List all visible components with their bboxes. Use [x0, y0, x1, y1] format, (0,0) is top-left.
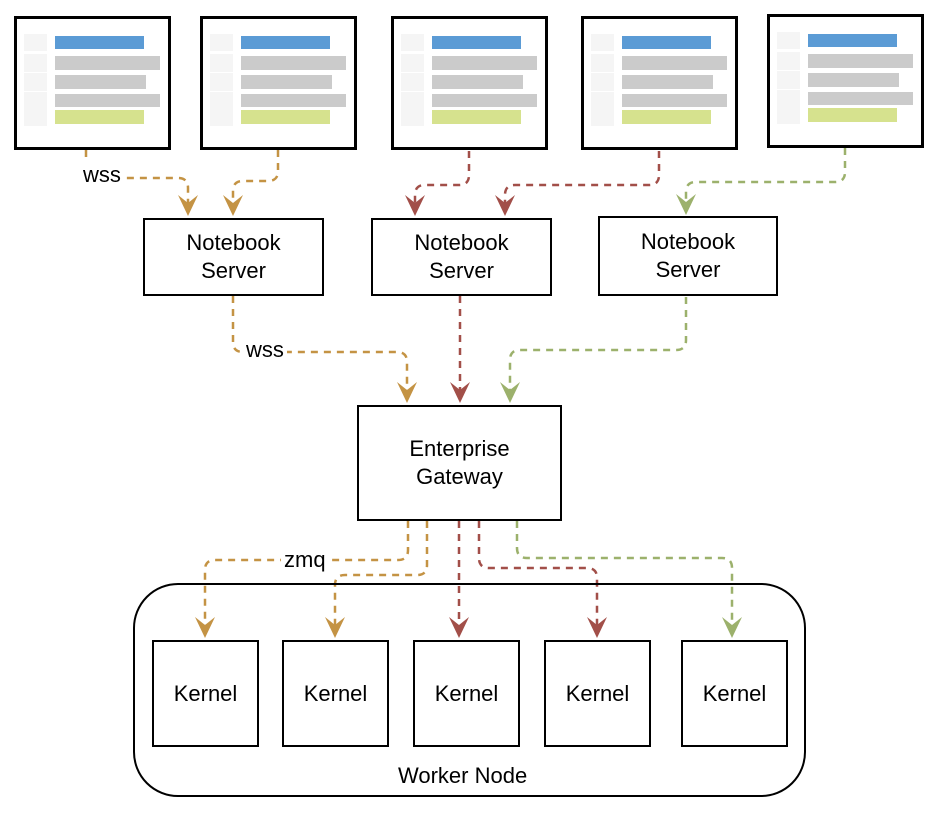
- cell-bar-gray: [241, 75, 332, 89]
- cell-gutter: [777, 71, 800, 89]
- enterprise-gateway-box: Enterprise Gateway: [357, 405, 562, 521]
- cell-bar-blue: [55, 36, 144, 49]
- edge-client4-to-server2: [503, 151, 661, 212]
- cell-bar-green: [622, 110, 711, 124]
- cell-gutter: [210, 34, 233, 51]
- cell-gutter: [24, 73, 47, 91]
- notebook-server-label: Notebook Server: [414, 230, 509, 283]
- cell-bar-blue: [432, 36, 521, 49]
- notebook-client-2: [200, 16, 357, 150]
- arrowhead: [223, 195, 243, 216]
- notebook-client-1: [14, 16, 171, 150]
- arrowhead: [500, 382, 520, 403]
- edge-label-zmq: zmq: [281, 548, 329, 572]
- arrowhead: [405, 195, 425, 216]
- cell-bar-gray: [622, 56, 727, 70]
- cell-bar-green: [55, 110, 144, 124]
- cell-gutter: [401, 73, 424, 91]
- cell-gutter: [210, 73, 233, 91]
- cell-gutter: [210, 108, 233, 126]
- arrowhead: [495, 195, 515, 216]
- cell-bar-gray: [432, 75, 523, 89]
- kernel-label: Kernel: [173, 680, 238, 706]
- notebook-server-label: Notebook Server: [640, 229, 736, 282]
- cell-bar-gray: [55, 56, 160, 70]
- cell-bar-gray: [241, 56, 346, 70]
- notebook-client-4: [581, 16, 738, 150]
- notebook-server-label: Notebook Server: [186, 230, 281, 283]
- enterprise-gateway-label: Enterprise Gateway: [409, 436, 510, 489]
- arrowhead: [449, 617, 469, 638]
- cell-gutter: [210, 54, 233, 72]
- arrowhead: [722, 617, 742, 638]
- cell-gutter: [591, 108, 614, 126]
- cell-gutter: [24, 54, 47, 72]
- kernel-label: Kernel: [565, 680, 630, 706]
- notebook-server-1: Notebook Server: [143, 218, 324, 296]
- kernel-label: Kernel: [303, 680, 368, 706]
- cell-gutter: [401, 92, 424, 109]
- notebook-server-2: Notebook Server: [371, 218, 552, 296]
- cell-bar-green: [241, 110, 330, 124]
- edge-client5-to-server3: [684, 148, 847, 211]
- cell-gutter: [24, 92, 47, 109]
- kernel-label: Kernel: [702, 680, 767, 706]
- arrowhead: [587, 617, 607, 638]
- worker-node-container: [133, 583, 806, 797]
- cell-bar-blue: [622, 36, 711, 49]
- edge-gateway-to-kernel2: [333, 521, 429, 634]
- cell-bar-green: [432, 110, 521, 124]
- notebook-client-3: [391, 16, 548, 150]
- worker-node-label: Worker Node: [398, 763, 528, 788]
- cell-bar-blue: [241, 36, 330, 49]
- arrowhead: [450, 382, 470, 403]
- arrowhead: [325, 617, 345, 638]
- cell-gutter: [24, 108, 47, 126]
- cell-gutter: [591, 73, 614, 91]
- edge-client2-to-server1: [231, 150, 280, 212]
- cell-bar-gray: [55, 94, 160, 107]
- arrowhead: [195, 617, 215, 638]
- cell-bar-green: [808, 108, 897, 122]
- cell-bar-gray: [432, 94, 537, 107]
- kernel-box-1: Kernel: [152, 640, 259, 747]
- edge-server3-to-gateway: [508, 297, 688, 399]
- notebook-server-3: Notebook Server: [598, 216, 778, 296]
- kernel-box-5: Kernel: [681, 640, 788, 747]
- cell-bar-gray: [622, 94, 727, 107]
- cell-gutter: [401, 54, 424, 72]
- cell-gutter: [777, 52, 800, 70]
- kernel-box-2: Kernel: [282, 640, 389, 747]
- cell-gutter: [210, 92, 233, 109]
- cell-bar-gray: [55, 75, 146, 89]
- cell-gutter: [777, 106, 800, 124]
- cell-gutter: [777, 32, 800, 49]
- cell-bar-blue: [808, 34, 897, 47]
- kernel-box-4: Kernel: [544, 640, 651, 747]
- cell-bar-gray: [808, 54, 913, 68]
- cell-bar-gray: [622, 75, 713, 89]
- cell-gutter: [777, 90, 800, 107]
- cell-gutter: [401, 34, 424, 51]
- edge-client3-to-server2: [413, 151, 471, 212]
- cell-bar-gray: [808, 92, 913, 105]
- kernel-label: Kernel: [434, 680, 499, 706]
- edge-label-wss-client: wss: [80, 163, 124, 187]
- arrowhead: [178, 195, 198, 216]
- arrowhead: [676, 194, 696, 215]
- kernel-box-3: Kernel: [413, 640, 520, 747]
- cell-gutter: [24, 34, 47, 51]
- cell-bar-gray: [808, 73, 899, 87]
- edge-gateway-to-kernel4: [477, 521, 599, 634]
- arrowhead: [397, 382, 417, 403]
- cell-bar-gray: [241, 94, 346, 107]
- cell-gutter: [591, 34, 614, 51]
- cell-gutter: [591, 54, 614, 72]
- notebook-client-5: [767, 14, 924, 148]
- edge-gateway-to-kernel5: [515, 521, 734, 634]
- cell-bar-gray: [432, 56, 537, 70]
- edge-label-wss-server: wss: [243, 338, 287, 362]
- cell-gutter: [401, 108, 424, 126]
- cell-gutter: [591, 92, 614, 109]
